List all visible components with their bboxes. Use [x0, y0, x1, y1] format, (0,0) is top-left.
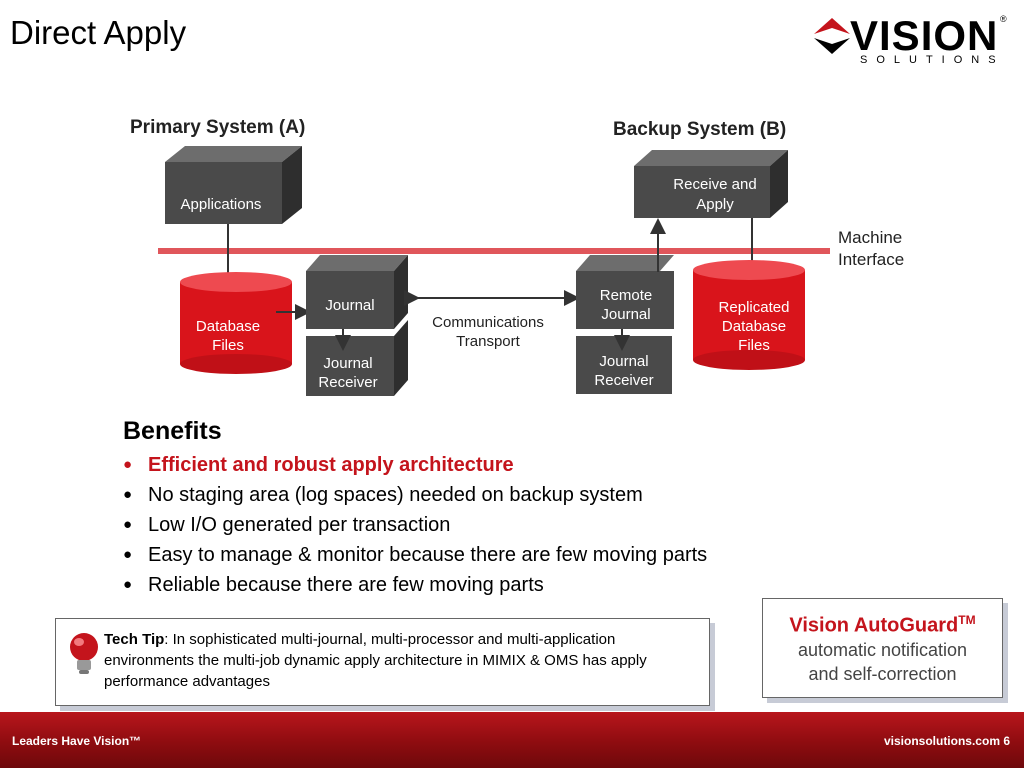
- backup-system-title: Backup System (B): [613, 119, 787, 140]
- list-item: Easy to manage & monitor because there a…: [123, 540, 823, 570]
- svg-text:Database: Database: [196, 318, 260, 335]
- database-files-cylinder: Database Files: [180, 272, 292, 374]
- footer-url-page: visionsolutions.com 6: [883, 734, 1010, 748]
- lightbulb-icon: [70, 633, 98, 674]
- journal-box-a: Journal: [306, 255, 408, 329]
- primary-system-title: Primary System (A): [130, 117, 306, 138]
- vision-solutions-logo: VISION ® SOLUTIONS: [812, 12, 1012, 74]
- journal-receiver-box-a: Journal Receiver: [306, 320, 408, 396]
- footer-tagline: Leaders Have Vision™: [12, 734, 142, 748]
- svg-text:Apply: Apply: [696, 196, 734, 213]
- footer-bar: Leaders Have Vision™ visionsolutions.com…: [0, 712, 1024, 768]
- benefits-list: Efficient and robust apply architecture …: [123, 450, 823, 600]
- svg-text:Files: Files: [212, 337, 244, 354]
- autoguard-line-1: automatic notification: [797, 639, 968, 660]
- list-item: No staging area (log spaces) needed on b…: [123, 480, 823, 510]
- list-item: Reliable because there are few moving pa…: [123, 570, 823, 600]
- svg-text:Applications: Applications: [181, 196, 262, 213]
- replicated-database-cylinder: Replicated Database Files: [693, 260, 805, 370]
- diagram-canvas: Applications Database Files Journal Jour…: [158, 146, 904, 396]
- autoguard-line-2: and self-correction: [808, 663, 957, 684]
- svg-text:Database: Database: [722, 318, 786, 335]
- autoguard-box: Vision AutoGuardTM automatic notificatio…: [762, 598, 1003, 698]
- svg-text:Transport: Transport: [456, 333, 520, 350]
- list-item: Efficient and robust apply architecture: [123, 450, 823, 480]
- svg-text:Receiver: Receiver: [594, 372, 653, 389]
- svg-text:Journal: Journal: [601, 306, 650, 323]
- benefits-heading: Benefits: [123, 417, 222, 445]
- remote-journal-box: Remote Journal: [576, 255, 674, 329]
- svg-text:Receiver: Receiver: [318, 374, 377, 391]
- svg-text:Remote: Remote: [600, 287, 653, 304]
- receive-and-apply-box: Receive and Apply: [634, 150, 788, 218]
- logo-subtitle: SOLUTIONS: [860, 54, 1005, 66]
- slide-title: Direct Apply: [10, 14, 187, 51]
- svg-text:Journal: Journal: [325, 297, 374, 314]
- svg-text:Files: Files: [738, 337, 770, 354]
- svg-text:Receive and: Receive and: [673, 176, 756, 193]
- benefits-section: Benefits Efficient and robust apply arch…: [123, 417, 823, 600]
- svg-text:Interface: Interface: [838, 250, 904, 269]
- architecture-diagram: Primary System (A) Backup System (B) App…: [0, 100, 1024, 410]
- svg-text:Replicated: Replicated: [719, 299, 790, 316]
- logo-wordmark: VISION: [850, 12, 999, 59]
- logo-mark-icon: [814, 18, 850, 54]
- tech-tip-box: Tech Tip: In sophisticated multi-journal…: [55, 618, 710, 706]
- machine-interface-line: [158, 248, 830, 254]
- tech-tip-text: Tech Tip: In sophisticated multi-journal…: [104, 631, 647, 690]
- applications-box: Applications: [165, 146, 302, 224]
- svg-text:Journal: Journal: [323, 355, 372, 372]
- autoguard-title: Vision AutoGuardTM: [789, 613, 976, 637]
- machine-interface-label: Machine: [838, 228, 902, 247]
- svg-text:Journal: Journal: [599, 353, 648, 370]
- journal-receiver-box-b: Journal Receiver: [576, 336, 672, 394]
- list-item: Low I/O generated per transaction: [123, 510, 823, 540]
- logo-registered-mark: ®: [1000, 14, 1007, 24]
- communications-transport-label: Communications: [432, 314, 544, 331]
